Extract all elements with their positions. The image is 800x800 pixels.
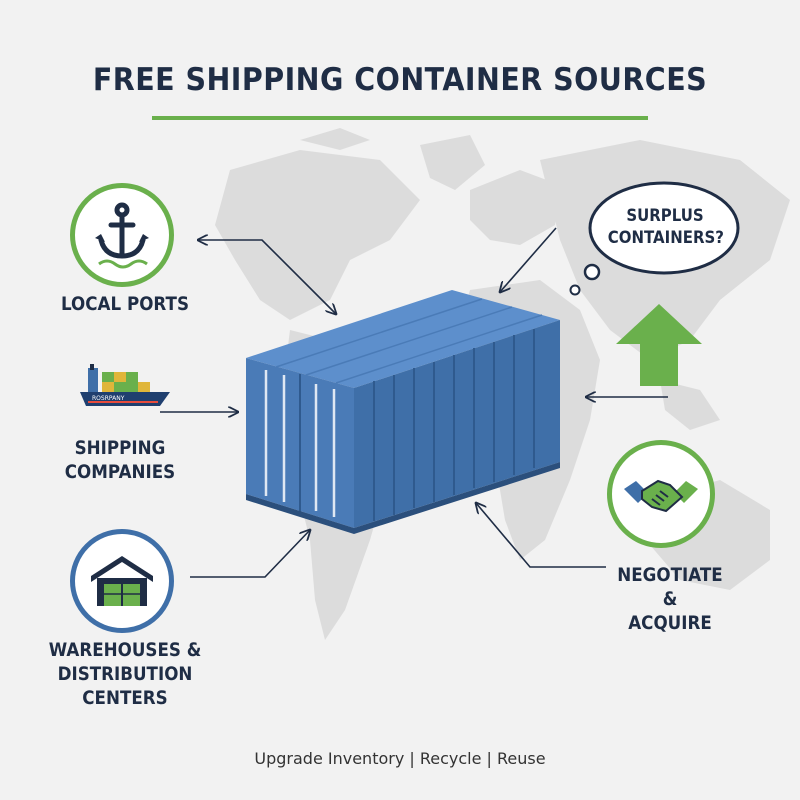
arrow-local-ports [198, 240, 336, 314]
footer-tagline: Upgrade Inventory | Recycle | Reuse [254, 749, 546, 768]
shipping-companies-label: SHIPPING COMPANIES [64, 437, 176, 483]
warehouses-badge [70, 529, 174, 633]
warehouse-icon [91, 556, 153, 606]
title-underline [152, 116, 648, 120]
negotiate-badge [607, 440, 715, 548]
cargo-ship-icon: ROSRPANY [80, 364, 170, 406]
ship-hull-text: ROSRPANY [92, 395, 125, 402]
page-title: FREE SHIPPING CONTAINER SOURCES [92, 62, 708, 98]
anchor-icon [95, 202, 149, 269]
arrow-surplus [500, 227, 557, 292]
warehouses-label: WAREHOUSES & DISTRIBUTION CENTERS [48, 639, 202, 709]
up-arrow-icon [616, 304, 702, 386]
local-ports-badge [70, 183, 174, 287]
surplus-containers-text: SURPLUS CONTAINERS? [607, 206, 724, 248]
negotiate-label: NEGOTIATE & ACQUIRE [617, 564, 723, 634]
thought-bubble [569, 181, 740, 296]
arrow-negotiate [476, 503, 606, 568]
handshake-icon [624, 479, 698, 513]
local-ports-label: LOCAL PORTS [60, 293, 189, 315]
arrow-warehouses [190, 530, 310, 578]
